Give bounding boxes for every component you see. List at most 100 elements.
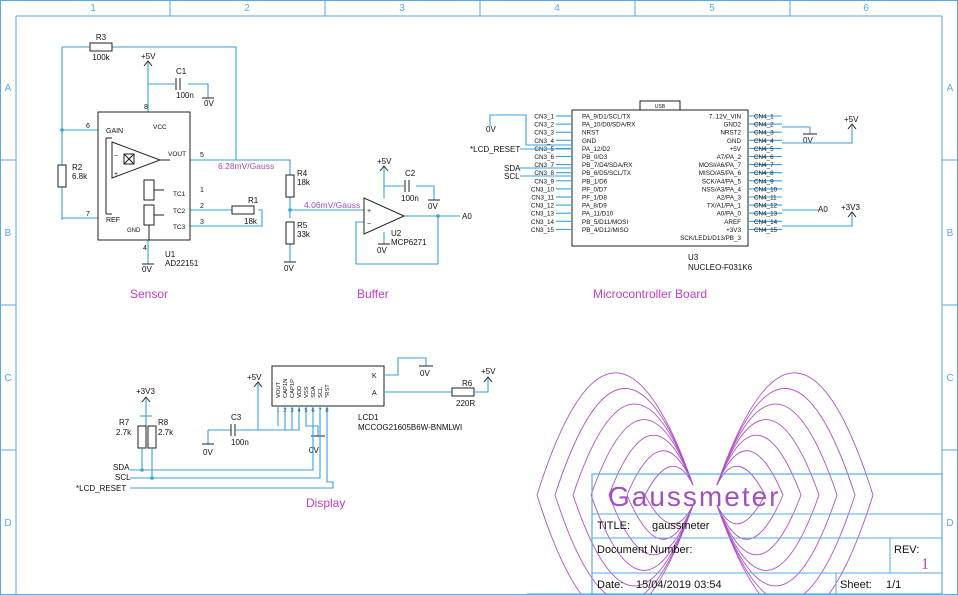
r3-ref: R3 [96, 33, 107, 42]
lcd-pin-label: SDA [311, 386, 317, 398]
buffer-section: R4 18k R5 33k 0V 4.06mV/Gauss +5V C2 100… [284, 157, 472, 301]
u2-opamp-icon [363, 197, 406, 235]
row-label-b-right: B [947, 228, 954, 239]
lcd-vss-gnd-net: 0V [309, 446, 319, 455]
lcd-pin-label: VSS [304, 386, 310, 398]
lcd-vdd-supply-net: +5V [247, 373, 262, 382]
buffer-section-title: Buffer [357, 287, 389, 301]
mcu-right-pin: NSS/A3/PA_4 [702, 186, 742, 193]
mcu-right-connector: CN4_11 [754, 195, 777, 202]
r4-ref: R4 [297, 169, 308, 178]
date-value: 15/04/2019 03:54 [636, 579, 722, 591]
u1-pin2: 2 [200, 203, 204, 210]
mcu-right-pin: GND2 [724, 122, 742, 129]
col-label-4: 4 [554, 3, 560, 14]
col-label-6: 6 [863, 3, 869, 14]
u1-pin7: 7 [86, 211, 90, 218]
u1-gnd-net: 0V [142, 265, 152, 274]
sensitivity-label-2: 4.06mV/Gauss [304, 200, 360, 210]
mcu-right-pin: NRST2 [720, 130, 741, 137]
r1-value: 18k [244, 217, 258, 226]
lcd1-value: MCCOG21605B6W-BNMLWI [358, 423, 462, 432]
usb-label: USB [655, 104, 666, 110]
title-banner: Gaussmeter [608, 481, 781, 512]
mcu-left-connector: CN3_15 [531, 227, 555, 234]
u2-supply-label: +5V [377, 157, 392, 166]
svg-text:−: − [114, 153, 118, 160]
mcu-left-pin: PB_4/D12/MISO [582, 227, 629, 234]
u1-pin6: 6 [86, 123, 90, 130]
rev-label: REV: [894, 544, 919, 556]
lcd1-module [271, 365, 385, 407]
svg-text:+: + [114, 171, 118, 178]
mcu-sda-net: SDA [504, 164, 521, 173]
mcu-left-pin: PB_5/D11/MOSI [582, 219, 628, 226]
u1-vout-label: VOUT [168, 151, 186, 158]
mcu-right-connector: CN4_13 [754, 211, 778, 218]
r7-ref: R7 [119, 418, 130, 427]
u1-tc1-label: TC1 [173, 191, 186, 198]
r3-value: 100k [92, 53, 110, 62]
r6-ref: R6 [462, 379, 473, 388]
mcu-left-connector: CN3_13 [531, 211, 555, 218]
mcu-right-connector: CN4_7 [754, 162, 774, 169]
lcd-pin-label: *RST [325, 384, 331, 398]
display-scl-net: SCL [115, 473, 131, 482]
r5-resistor [285, 221, 295, 245]
mcu-left-connector: CN3_12 [531, 203, 555, 210]
lcd-a-label: A [372, 390, 377, 397]
mcu-right-pin: A0/PA_0 [717, 211, 742, 218]
mcu-gnd2-net: 0V [803, 136, 813, 145]
title-value: gaussmeter [652, 520, 710, 532]
c1-value: 100n [176, 91, 194, 100]
r4-resistor [285, 174, 295, 198]
r7-value: 2.7k [116, 428, 132, 437]
col-label-3: 3 [399, 3, 405, 14]
col-label-2: 2 [244, 3, 250, 14]
mcu-scl-net: SCL [504, 172, 520, 181]
u1-amplifier-icon [111, 141, 162, 179]
mcu-right-connector: CN4_15 [754, 227, 778, 234]
svg-text:−: − [367, 221, 371, 228]
mcu-left-pin: PF_1/D8 [582, 195, 607, 202]
mcu-left-pin: PF_0/D7 [582, 186, 607, 193]
mcu-right-pin: MOSI/A6/PA_7 [699, 162, 742, 169]
power-arrow-icon [143, 60, 153, 67]
c2-gnd-net: 0V [428, 202, 438, 211]
mcu-left-pin: PA_10/D0/SDA/RX [582, 122, 636, 129]
mcu-right-pin: +5V [730, 146, 742, 153]
r2-resistor [57, 164, 67, 188]
mcu-left-pin: NRST [582, 130, 599, 137]
mcu-right-pin: AREF [724, 219, 741, 226]
lcd-k-label: K [372, 373, 377, 380]
u1-pin4: 4 [143, 245, 147, 252]
mcu-right-connector: CN4_1 [754, 114, 774, 121]
r5-ref: R5 [297, 221, 308, 230]
mcu-left-pin: PA_8/D9 [582, 203, 607, 210]
mcu-left-connector: CN3_10 [531, 186, 555, 193]
mcu-left-connector: CN3_8 [534, 170, 554, 177]
u3-ref: U3 [688, 253, 699, 262]
mcu-right-connector: CN4_4 [754, 138, 774, 145]
u1-vcc-label: VCC [153, 124, 167, 131]
r8-resistor [147, 425, 157, 449]
mcu-right-connector: CN4_8 [754, 170, 774, 177]
power-arrow-icon [379, 165, 389, 172]
mcu-left-pin: PA_12/D2 [582, 146, 611, 153]
usb-connector-icon [639, 100, 681, 111]
display-lcd-reset-net: *LCD_RESET [76, 484, 126, 493]
mcu-section-title: Microcontroller Board [593, 287, 707, 301]
u1-supply-label: +5V [141, 52, 156, 61]
mcu-right-connector: CN4_5 [754, 146, 774, 153]
power-arrow-icon [483, 376, 493, 383]
mcu-left-connector: CN3_14 [531, 219, 555, 226]
mcu-left-pin: PB_0/D3 [582, 154, 608, 161]
u2-value: MCP6271 [391, 238, 427, 247]
row-label-d-left: D [4, 518, 11, 529]
pullup-supply-net: +3V3 [136, 387, 155, 396]
mcu-left-connector: CN3_6 [534, 154, 554, 161]
date-label: Date: [597, 579, 623, 591]
u2-ref: U2 [391, 229, 402, 238]
